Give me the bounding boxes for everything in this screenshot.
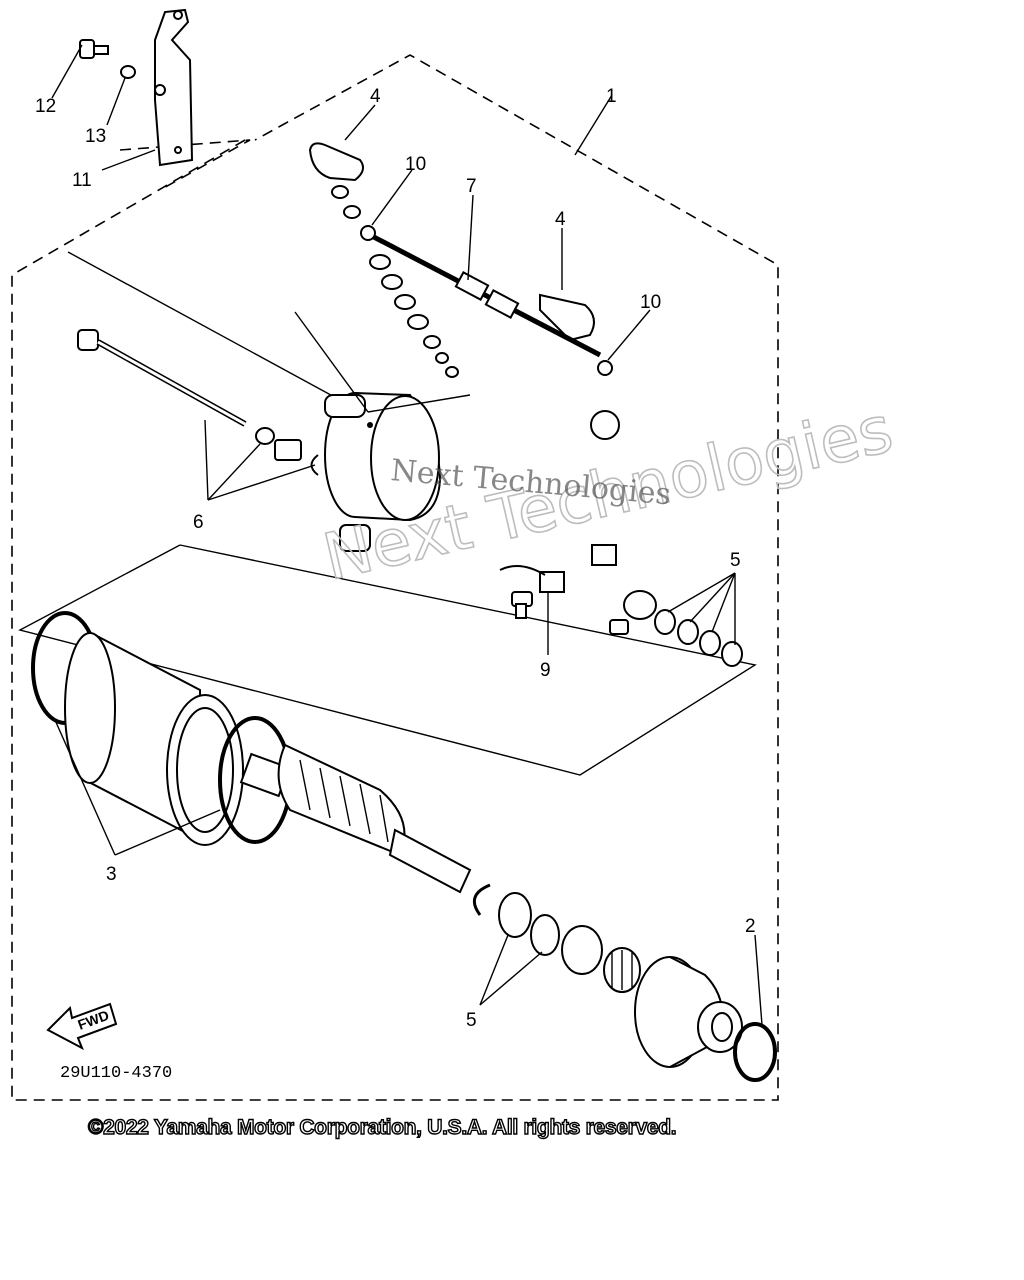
callout-label: 5 (466, 1010, 477, 1031)
callout-label: 4 (555, 209, 566, 230)
callout-label: 10 (405, 154, 426, 175)
spacer (623, 590, 657, 620)
callout-label: 2 (745, 916, 756, 937)
boot-part-4-lower (539, 293, 595, 342)
callout-label: 9 (540, 660, 551, 681)
needle-bearing (603, 947, 641, 993)
boot-part-4-upper (308, 142, 365, 182)
screw-part-9 (511, 591, 533, 619)
callout-label: 6 (193, 512, 204, 533)
leader-lines (51, 44, 763, 1026)
front-cover (634, 956, 743, 1068)
copyright-notice: ©2022 Yamaha Motor Corporation, U.S.A. A… (87, 1115, 677, 1139)
callout-label: 10 (640, 292, 661, 313)
assembly-boundary (11, 54, 779, 1101)
part-code: 29U110-4370 (60, 1064, 172, 1083)
plate-part-6 (274, 439, 302, 461)
rear-frame (18, 544, 757, 776)
washer-part-5-front-b (530, 914, 560, 956)
brush-part-9 (539, 571, 565, 593)
washer-part-5-front-a (498, 892, 532, 938)
brush-lead (499, 565, 546, 576)
callout-label: 12 (35, 96, 56, 117)
bracket-part-11 (154, 8, 194, 167)
armature (239, 743, 472, 894)
callout-label: 7 (466, 176, 477, 197)
yoke-housing (64, 632, 244, 846)
end-cover-housing (324, 392, 442, 522)
washer-part-6 (255, 427, 275, 445)
cover-group-frame (67, 251, 341, 401)
fwd-arrow-icon: FWD (46, 1002, 118, 1051)
callout-label: 13 (85, 126, 106, 147)
washer-part-13 (120, 65, 136, 79)
brush-holder (591, 544, 617, 566)
terminal-screw (609, 619, 629, 635)
washer-set-part-5-rear (654, 609, 743, 667)
callout-label: 4 (370, 86, 381, 107)
callout-label: 11 (72, 170, 92, 191)
bearing (561, 925, 603, 975)
terminal-rod-part-7 (360, 225, 613, 376)
callout-label: 5 (730, 550, 741, 571)
through-bolt (77, 329, 247, 427)
callout-label: 1 (606, 86, 617, 107)
washer-stack (331, 185, 459, 378)
bolt-part-12 (79, 39, 109, 59)
clip-part-6 (310, 454, 319, 476)
small-bearing (590, 410, 620, 440)
bushing (339, 524, 371, 552)
circlip (472, 883, 491, 916)
o-ring-part-2 (733, 1022, 777, 1082)
callout-label: 3 (106, 864, 117, 885)
